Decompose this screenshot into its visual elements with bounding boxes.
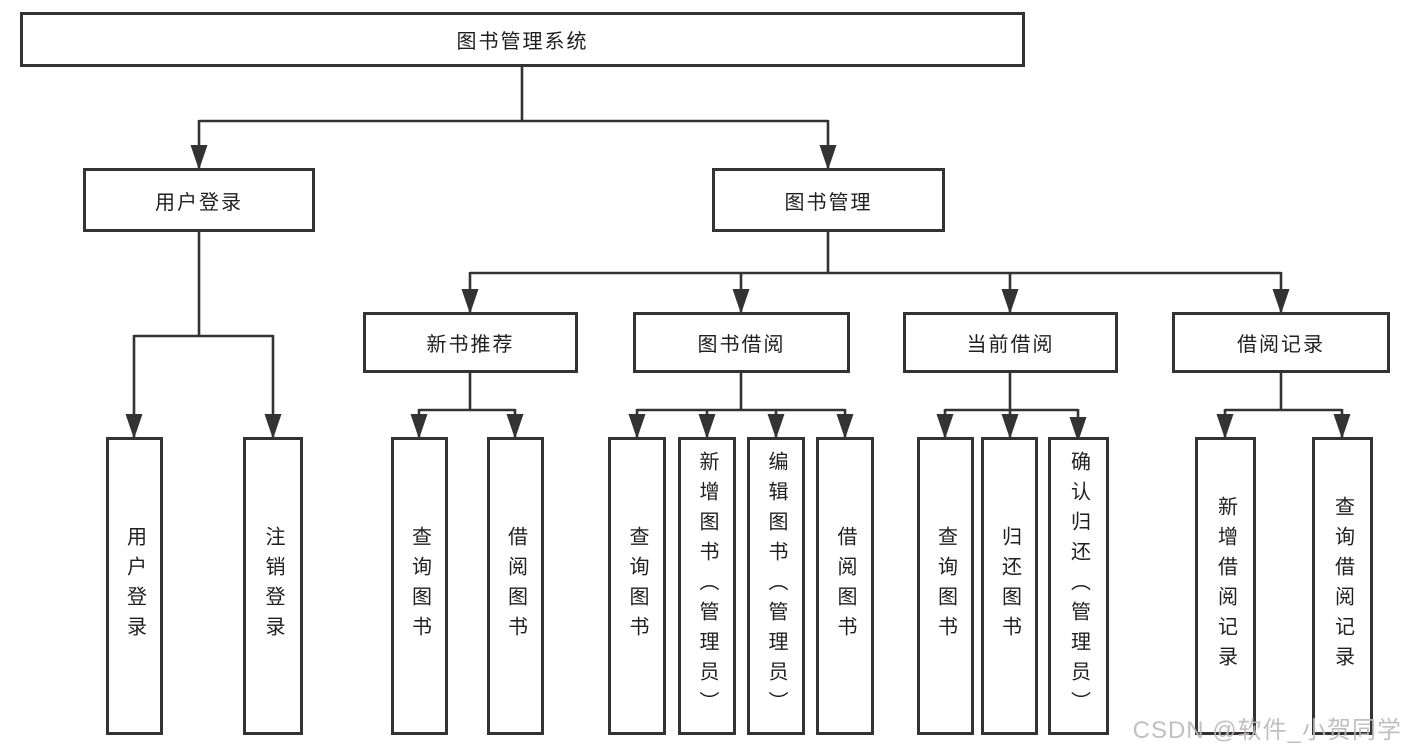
node-borrow-records: 借阅记录	[1172, 312, 1390, 373]
node-user-login-label: 用户登录	[155, 191, 243, 214]
node-current-borrow-label: 当前借阅	[966, 334, 1055, 356]
node-leaf-query-books-recommend-label: 查询图书	[408, 526, 431, 646]
node-borrow-records-label: 借阅记录	[1237, 334, 1325, 356]
node-leaf-query-books-borrow: 查询图书	[608, 437, 666, 735]
node-leaf-query-books-borrow-label: 查询图书	[626, 526, 648, 646]
node-leaf-query-books-current: 查询图书	[917, 437, 974, 735]
node-leaf-borrow-books-label: 借阅图书	[834, 526, 856, 646]
node-root-system: 图书管理系统	[20, 12, 1025, 67]
node-leaf-confirm-return-admin: 确认归还（管理员）	[1048, 437, 1109, 735]
node-leaf-user-login: 用户登录	[106, 437, 163, 735]
csdn-watermark: CSDN @软件_小贺同学	[1132, 717, 1402, 744]
node-leaf-user-login-label: 用户登录	[123, 526, 146, 646]
node-leaf-borrow-books: 借阅图书	[816, 437, 874, 735]
node-leaf-return-book: 归还图书	[981, 437, 1038, 735]
node-leaf-query-borrow-record-label: 查询借阅记录	[1331, 496, 1354, 676]
node-leaf-query-books-recommend: 查询图书	[391, 437, 448, 735]
node-new-book-recommend: 新书推荐	[363, 312, 578, 373]
node-book-borrow-label: 图书借阅	[697, 334, 786, 356]
node-book-management: 图书管理	[712, 168, 945, 232]
node-leaf-logout-label: 注销登录	[262, 526, 284, 646]
node-leaf-edit-book-admin: 编辑图书（管理员）	[747, 437, 805, 735]
node-leaf-add-book-admin: 新增图书（管理员）	[678, 437, 736, 735]
node-current-borrow: 当前借阅	[903, 312, 1118, 373]
node-leaf-confirm-return-admin-label: 确认归还（管理员）	[1067, 451, 1090, 721]
node-user-login: 用户登录	[83, 168, 315, 232]
node-new-book-recommend-label: 新书推荐	[426, 334, 515, 356]
node-leaf-logout: 注销登录	[243, 437, 303, 735]
node-leaf-borrow-books-recommend: 借阅图书	[487, 437, 544, 735]
node-leaf-add-borrow-record-label: 新增借阅记录	[1214, 496, 1237, 676]
node-book-management-label: 图书管理	[784, 191, 873, 214]
node-book-borrow: 图书借阅	[633, 312, 850, 373]
node-leaf-return-book-label: 归还图书	[998, 526, 1021, 646]
node-leaf-query-borrow-record: 查询借阅记录	[1312, 437, 1373, 735]
node-root-system-label: 图书管理系统	[456, 31, 589, 53]
node-leaf-add-borrow-record: 新增借阅记录	[1195, 437, 1256, 735]
node-leaf-borrow-books-recommend-label: 借阅图书	[504, 526, 527, 646]
node-leaf-query-books-current-label: 查询图书	[934, 526, 957, 646]
node-leaf-edit-book-admin-label: 编辑图书（管理员）	[765, 451, 787, 721]
node-leaf-add-book-admin-label: 新增图书（管理员）	[696, 451, 718, 721]
